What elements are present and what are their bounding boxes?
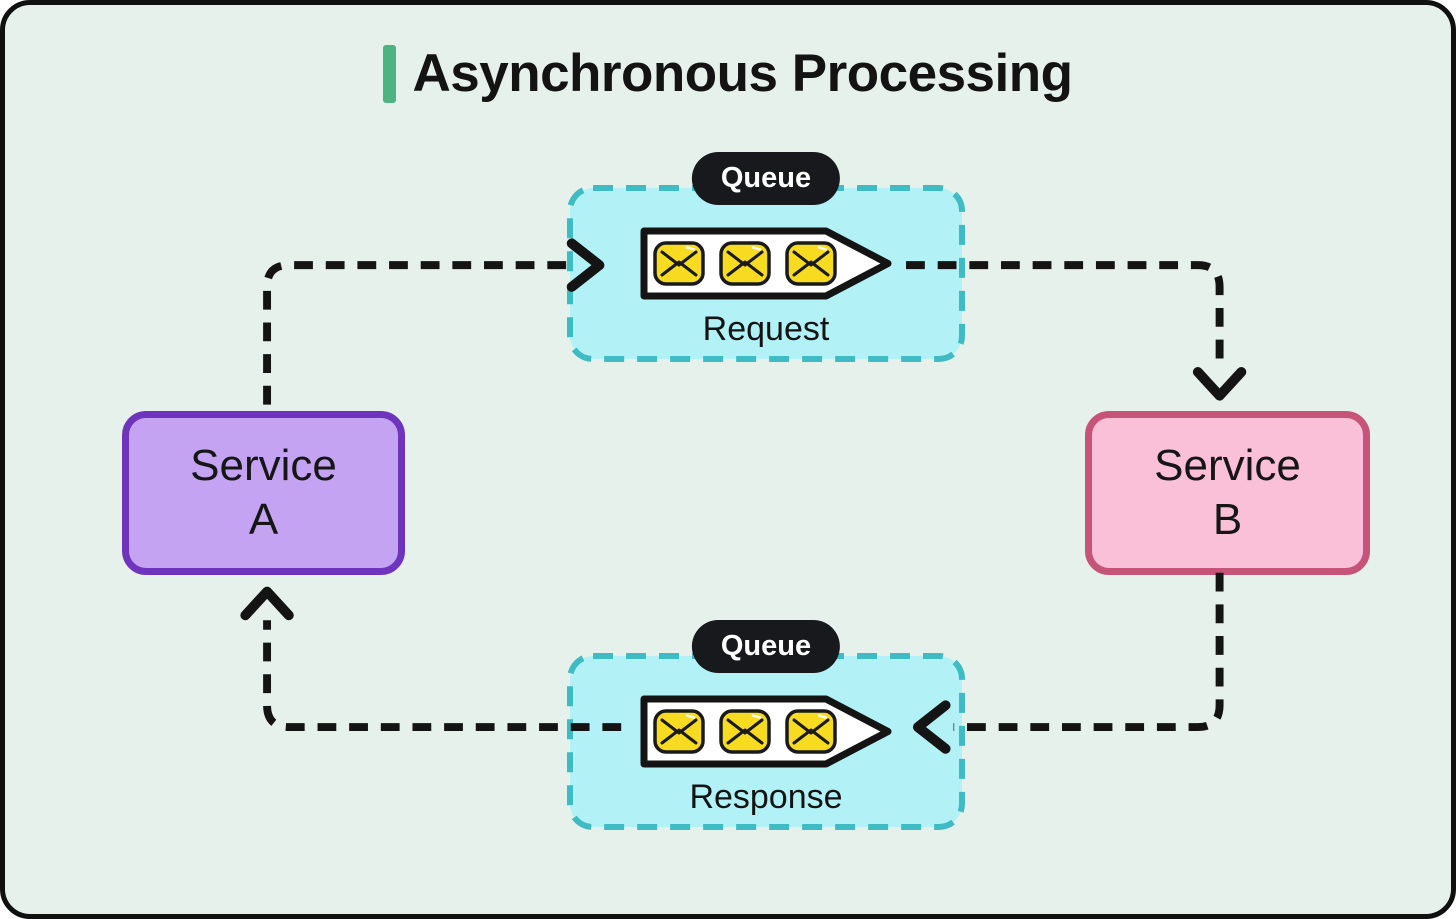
service-b-label: Service B [1154,439,1301,546]
message-row [653,709,837,754]
queue-badge: Queue [691,620,841,673]
envelope-icon [719,709,771,754]
queue-badge: Queue [691,152,841,205]
title-row: Asynchronous Processing [5,43,1451,104]
message-row [653,241,837,286]
response-queue-box: Queue [567,620,965,830]
service-a-id: A [248,495,279,544]
service-b-name: Service [1154,441,1301,491]
envelope-icon [653,709,705,754]
envelope-icon [785,709,837,754]
service-a-box: Service A [122,411,405,575]
conveyor-arrow-icon [640,227,892,300]
arrowhead-up-icon [240,586,294,621]
envelope-icon [653,241,705,286]
request-queue-box: Queue [567,152,965,362]
page-title: Asynchronous Processing [412,44,1073,103]
queue-label-request: Request [702,310,830,348]
arrowhead-down-icon [1192,367,1247,401]
service-a-label: Service A [190,439,337,546]
title-accent-bar [383,44,397,103]
envelope-icon [785,241,837,286]
service-b-id: B [1212,495,1243,544]
connector-service-b-to-response-queue [953,572,1224,732]
connector-service-a-to-request-queue [263,261,576,405]
queue-label-response: Response [689,778,843,816]
envelope-icon [719,241,771,286]
conveyor-arrow-icon [640,695,892,768]
service-b-box: Service B [1085,411,1370,575]
service-a-name: Service [190,441,337,491]
